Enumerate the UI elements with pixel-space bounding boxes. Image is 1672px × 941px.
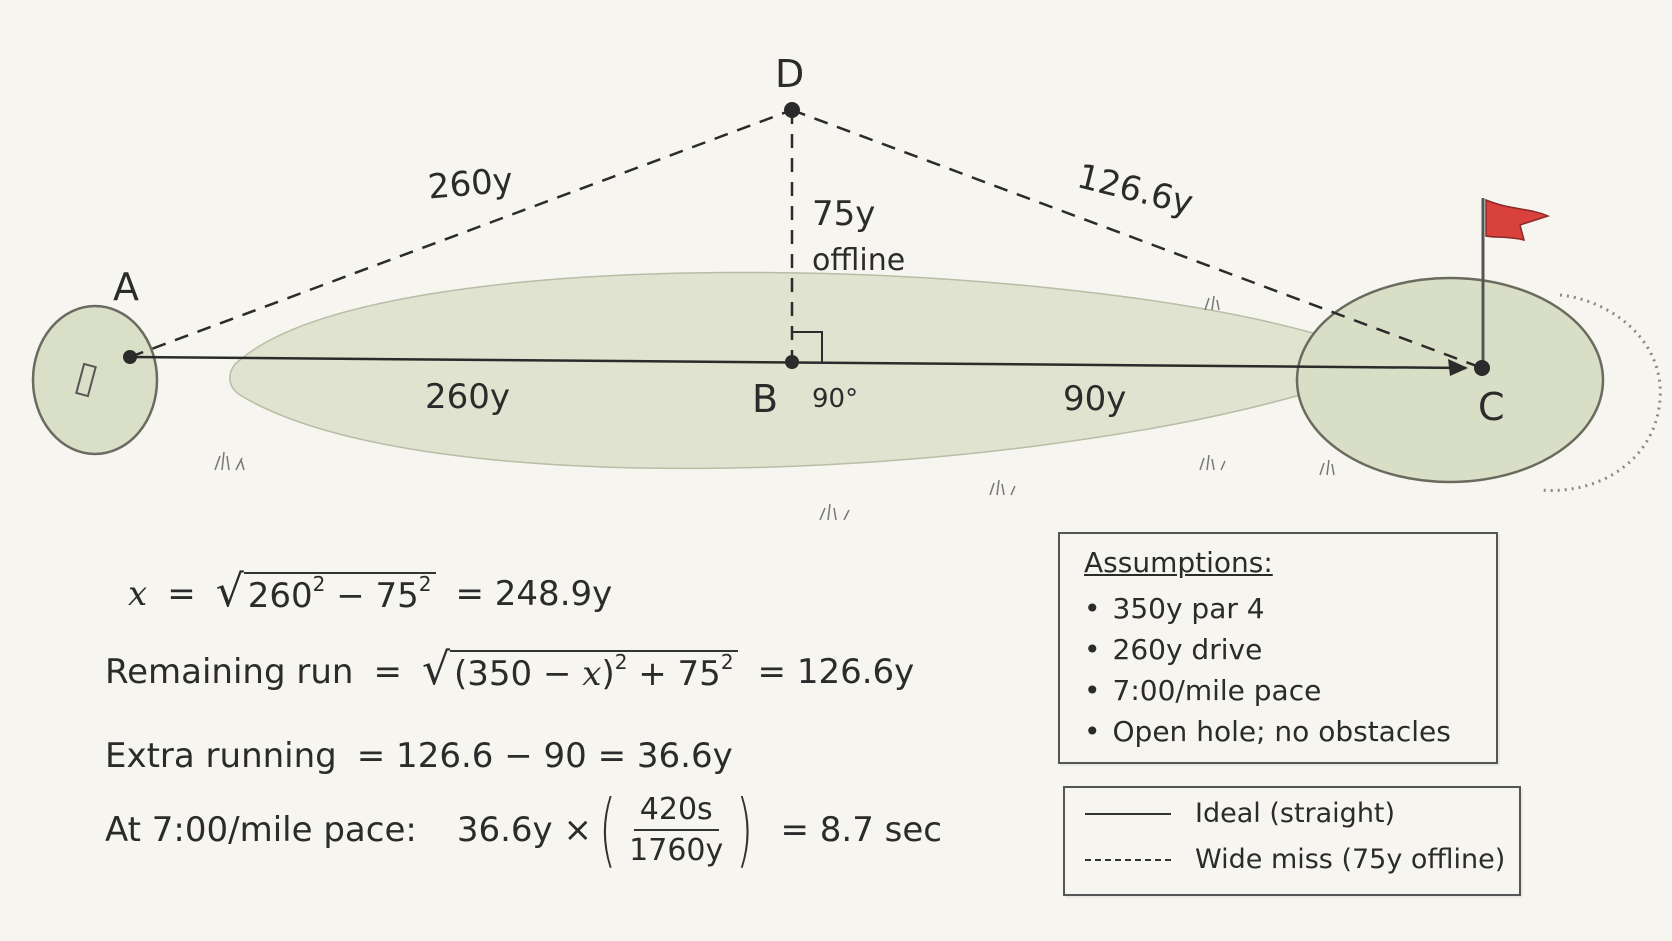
tee-box: [31, 304, 159, 456]
tee-marker: [75, 362, 97, 398]
legend-box: Ideal (straight) Wide miss (75y offline): [1063, 786, 1521, 896]
miss-line-dc: [791, 108, 1483, 370]
assumptions-title: Assumptions:: [1084, 546, 1273, 579]
label-a: A: [113, 265, 139, 309]
label-db-note: offline: [812, 243, 905, 278]
eq1-a-exp: 2: [312, 572, 326, 596]
eq1-radicand: 2602 − 752: [243, 572, 436, 616]
legend-solid-line: [1085, 812, 1171, 815]
sqrt-symbol: √: [215, 566, 244, 617]
eq1-result: = 248.9y: [455, 574, 613, 614]
equation-remaining-run: Remaining run = √ (350 − x)2 + 752 = 126…: [105, 644, 915, 695]
eq4-result: = 8.7 sec: [780, 810, 943, 850]
label-db-distance: 75y: [812, 194, 875, 234]
eq2-label: Remaining run: [105, 652, 354, 692]
eq4-lhs: 36.6y ×: [456, 810, 592, 850]
label-ab-distance: 260y: [425, 377, 510, 417]
eq3-expr: = 126.6 − 90 = 36.6y: [356, 736, 733, 776]
eq3-label: Extra running: [105, 736, 337, 776]
label-d: D: [775, 52, 804, 96]
right-angle-mark: [792, 331, 823, 362]
legend-ideal: Ideal (straight): [1085, 798, 1395, 829]
eq4-numerator: 420s: [633, 792, 719, 831]
eq2-open: (350 −: [453, 654, 583, 694]
assumptions-box: Assumptions: 350y par 4 260y drive 7:00/…: [1058, 532, 1498, 764]
eq4-fraction: 420s 1760y: [623, 792, 729, 868]
eq4-fraction-group: ( 420s 1760y ): [592, 790, 761, 870]
eq2-var: x: [582, 654, 602, 694]
list-item: 350y par 4: [1084, 588, 1451, 629]
legend-ideal-label: Ideal (straight): [1195, 798, 1396, 829]
equation-extra-running: Extra running = 126.6 − 90 = 36.6y: [105, 736, 733, 776]
eq2-result: = 126.6y: [757, 652, 915, 692]
legend-miss-label: Wide miss (75y offline): [1195, 844, 1506, 875]
legend-miss: Wide miss (75y offline): [1085, 844, 1505, 875]
assumptions-list: 350y par 4 260y drive 7:00/mile pace Ope…: [1084, 588, 1451, 752]
point-b: [785, 355, 799, 369]
left-paren: (: [598, 783, 617, 876]
legend-dashed-line: [1085, 858, 1171, 861]
eq2-exp1: 2: [614, 650, 628, 674]
eq2-plus: + 75: [638, 654, 721, 694]
eq2-exp2: 2: [720, 650, 734, 674]
label-ad-distance: 260y: [426, 160, 514, 207]
label-c: C: [1478, 385, 1505, 429]
eq1-b: 75: [375, 576, 419, 616]
equation-x: x = √ 2602 − 752 = 248.9y: [128, 566, 613, 617]
green: [1295, 276, 1605, 484]
miss-line-ad: [129, 108, 793, 359]
list-item: 260y drive: [1084, 629, 1451, 670]
label-b: B: [752, 377, 778, 421]
point-a: [123, 350, 137, 364]
eq1-a: 260: [247, 576, 313, 616]
eq1-var: x: [128, 574, 148, 614]
list-item: 7:00/mile pace: [1084, 670, 1451, 711]
point-d: [784, 102, 800, 118]
flag: [1485, 198, 1551, 242]
label-right-angle: 90°: [812, 384, 858, 414]
list-item: Open hole; no obstacles: [1084, 711, 1451, 752]
point-c: [1474, 360, 1490, 376]
eq2-close: ): [601, 654, 615, 694]
eq1-minus: −: [336, 576, 365, 616]
eq1-sqrt: √ 2602 − 752: [215, 566, 436, 617]
eq4-denominator: 1760y: [629, 833, 724, 868]
eq1-equals: =: [167, 574, 196, 614]
greenside-rough: [1539, 293, 1662, 492]
grass-tufts: [214, 295, 1335, 521]
arrow-head: [1448, 359, 1468, 376]
eq2-equals: =: [373, 652, 402, 692]
equation-pace: At 7:00/mile pace: 36.6y × ( 420s 1760y …: [105, 790, 942, 870]
eq2-sqrt: √ (350 − x)2 + 752: [421, 644, 738, 695]
eq4-label: At 7:00/mile pace:: [105, 810, 417, 850]
label-dc-distance: 126.6y: [1073, 156, 1197, 223]
label-bc-distance: 90y: [1063, 379, 1126, 419]
right-paren: ): [736, 783, 754, 876]
eq1-b-exp: 2: [418, 572, 432, 596]
sqrt-symbol: √: [421, 644, 450, 695]
eq2-radicand: (350 − x)2 + 752: [449, 650, 738, 694]
fairway: [229, 271, 1330, 470]
